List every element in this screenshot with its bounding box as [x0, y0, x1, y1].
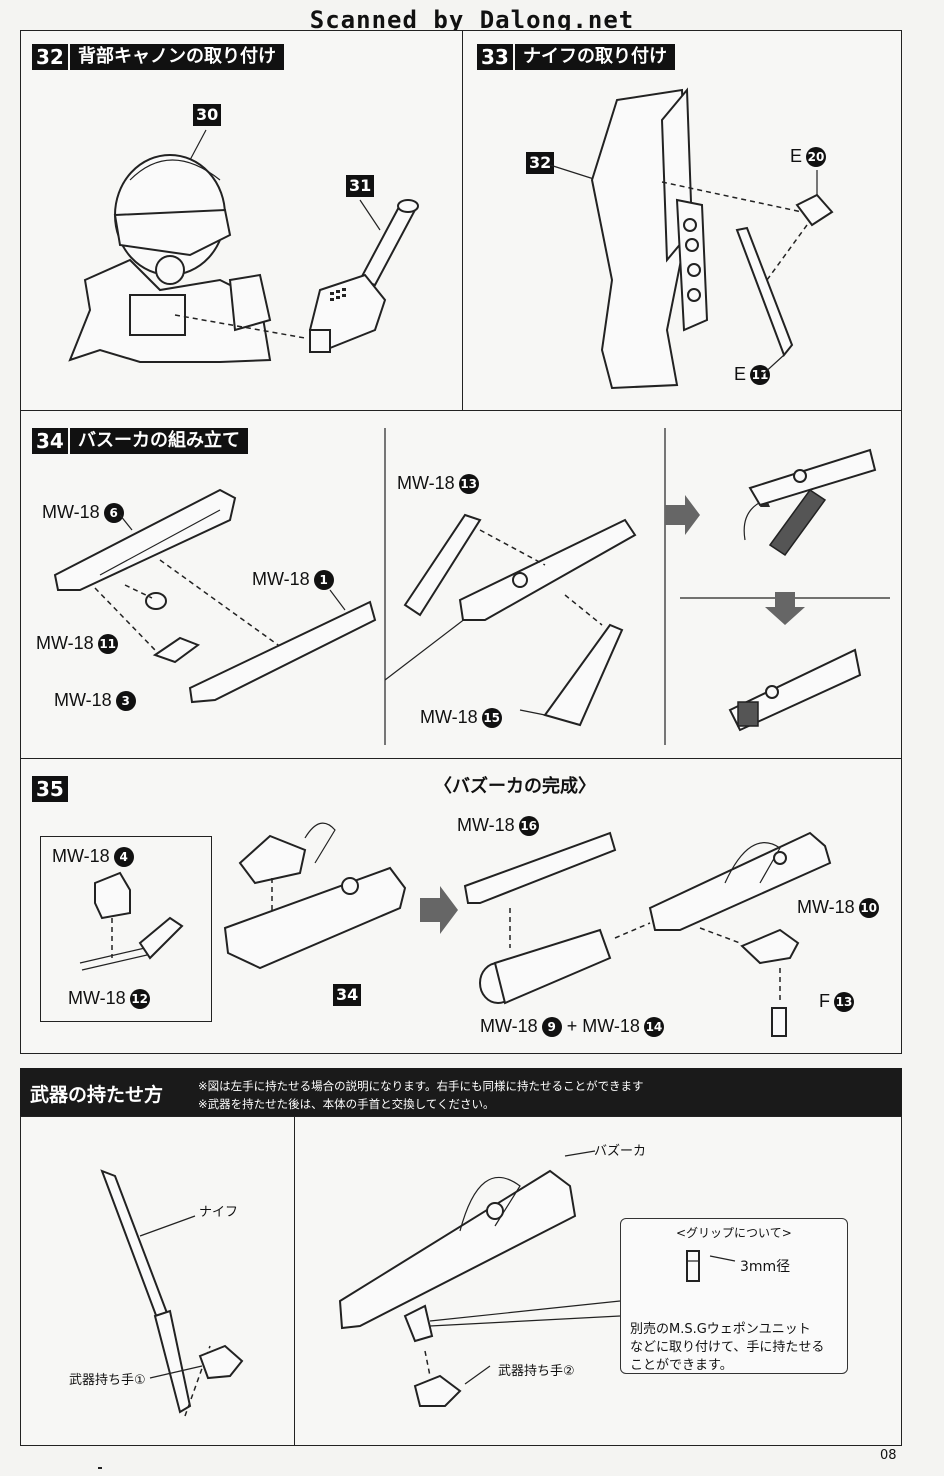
mw18-10-runner: MW-18 [797, 897, 855, 917]
step33-illustration [549, 87, 834, 390]
mw18-6-runner: MW-18 [42, 502, 100, 522]
weapons-section-bar [20, 1068, 902, 1118]
weapons-illustration [98, 1150, 736, 1469]
mw18-3-number: 3 [115, 691, 136, 712]
mw18-13-runner: MW-18 [397, 473, 455, 493]
page-number: 08 [880, 1448, 897, 1463]
scan-credit: Scanned by Dalong.net [309, 6, 635, 34]
runner-f13-number: 13 [834, 992, 854, 1013]
mw18-16-number: 16 [518, 816, 539, 837]
step33-number: 33 [477, 44, 513, 70]
mw18-1-number: 1 [313, 570, 334, 591]
bazooka-label: バズーカ [594, 1144, 647, 1159]
step33-title: ナイフの取り付け [515, 44, 675, 70]
mw18-11-number: 11 [97, 634, 118, 655]
mw18-12-runner: MW-18 [68, 988, 126, 1008]
step32-title: 背部キャノンの取り付け [70, 44, 284, 70]
mw18-11-runner: MW-18 [36, 633, 94, 653]
runner-e20-number: 20 [806, 147, 827, 168]
step35-panel [20, 758, 902, 1054]
mw18-13-number: 13 [458, 474, 479, 495]
step32-illustration [68, 129, 419, 363]
mw18-10-number: 10 [858, 898, 879, 919]
part-31-label: 31 [346, 175, 375, 197]
grip-desc-line2: などに取り付けて、手に持たせる [630, 1340, 825, 1355]
weapon-hand-1-label: 武器持ち手① [69, 1373, 146, 1388]
step34-illustration [53, 428, 890, 745]
mw18-14-number: 14 [643, 1017, 664, 1038]
mw18-16-runner: MW-18 [457, 815, 515, 835]
plus-sign: + [566, 1016, 578, 1036]
grip-size-label: 3mm径 [740, 1259, 791, 1275]
weapons-note-2: ※武器を持たせた後は、本体の手首と交換してください。 [198, 1097, 495, 1111]
mw18-4-runner: MW-18 [52, 846, 110, 866]
mw18-12-number: 12 [129, 989, 150, 1010]
step35-illustration [79, 822, 832, 1037]
weapon-hand-2-label: 武器持ち手② [498, 1364, 575, 1379]
grip-info-box [620, 1218, 848, 1374]
step34-number: 34 [32, 428, 68, 454]
bazooka-complete-title: 〈バズーカの完成〉 [434, 776, 596, 797]
runner-e11-letter: E [734, 364, 747, 384]
part-30-label: 30 [193, 104, 222, 126]
mw18-1-runner: MW-18 [252, 569, 310, 589]
mw18-4-number: 4 [113, 847, 134, 868]
mw18-3-runner: MW-18 [54, 690, 112, 710]
step32-number: 32 [32, 44, 68, 70]
mw18-14-runner: MW-18 [582, 1016, 640, 1036]
step35-subparts-box [40, 836, 212, 1022]
mw18-15-runner: MW-18 [420, 707, 478, 727]
mw18-9-runner: MW-18 [480, 1016, 538, 1036]
weapons-note-1: ※図は左手に持たせる場合の説明になります。右手にも同様に持たせることができます [198, 1079, 644, 1093]
part-34-label: 34 [333, 984, 362, 1006]
grip-desc-line1: 別売のM.S.Gウェポンユニット [630, 1322, 811, 1337]
mw18-6-number: 6 [103, 503, 124, 524]
mw18-15-number: 15 [481, 708, 502, 729]
step34-title: バスーカの組み立て [70, 428, 248, 454]
runner-e11-number: 11 [750, 365, 771, 386]
knife-hold-panel [20, 1116, 296, 1446]
runner-e20-letter: E [790, 146, 803, 166]
part-32-label: 32 [526, 152, 555, 174]
grip-desc-line3: ことができます。 [630, 1358, 733, 1373]
knife-label: ナイフ [199, 1205, 239, 1220]
mw18-9-number: 9 [541, 1017, 562, 1038]
step35-number: 35 [32, 776, 68, 802]
weapons-section-title: 武器の持たせ方 [30, 1084, 164, 1106]
runner-f13-letter: F [819, 991, 830, 1011]
grip-title: <グリップについて> [676, 1226, 792, 1240]
